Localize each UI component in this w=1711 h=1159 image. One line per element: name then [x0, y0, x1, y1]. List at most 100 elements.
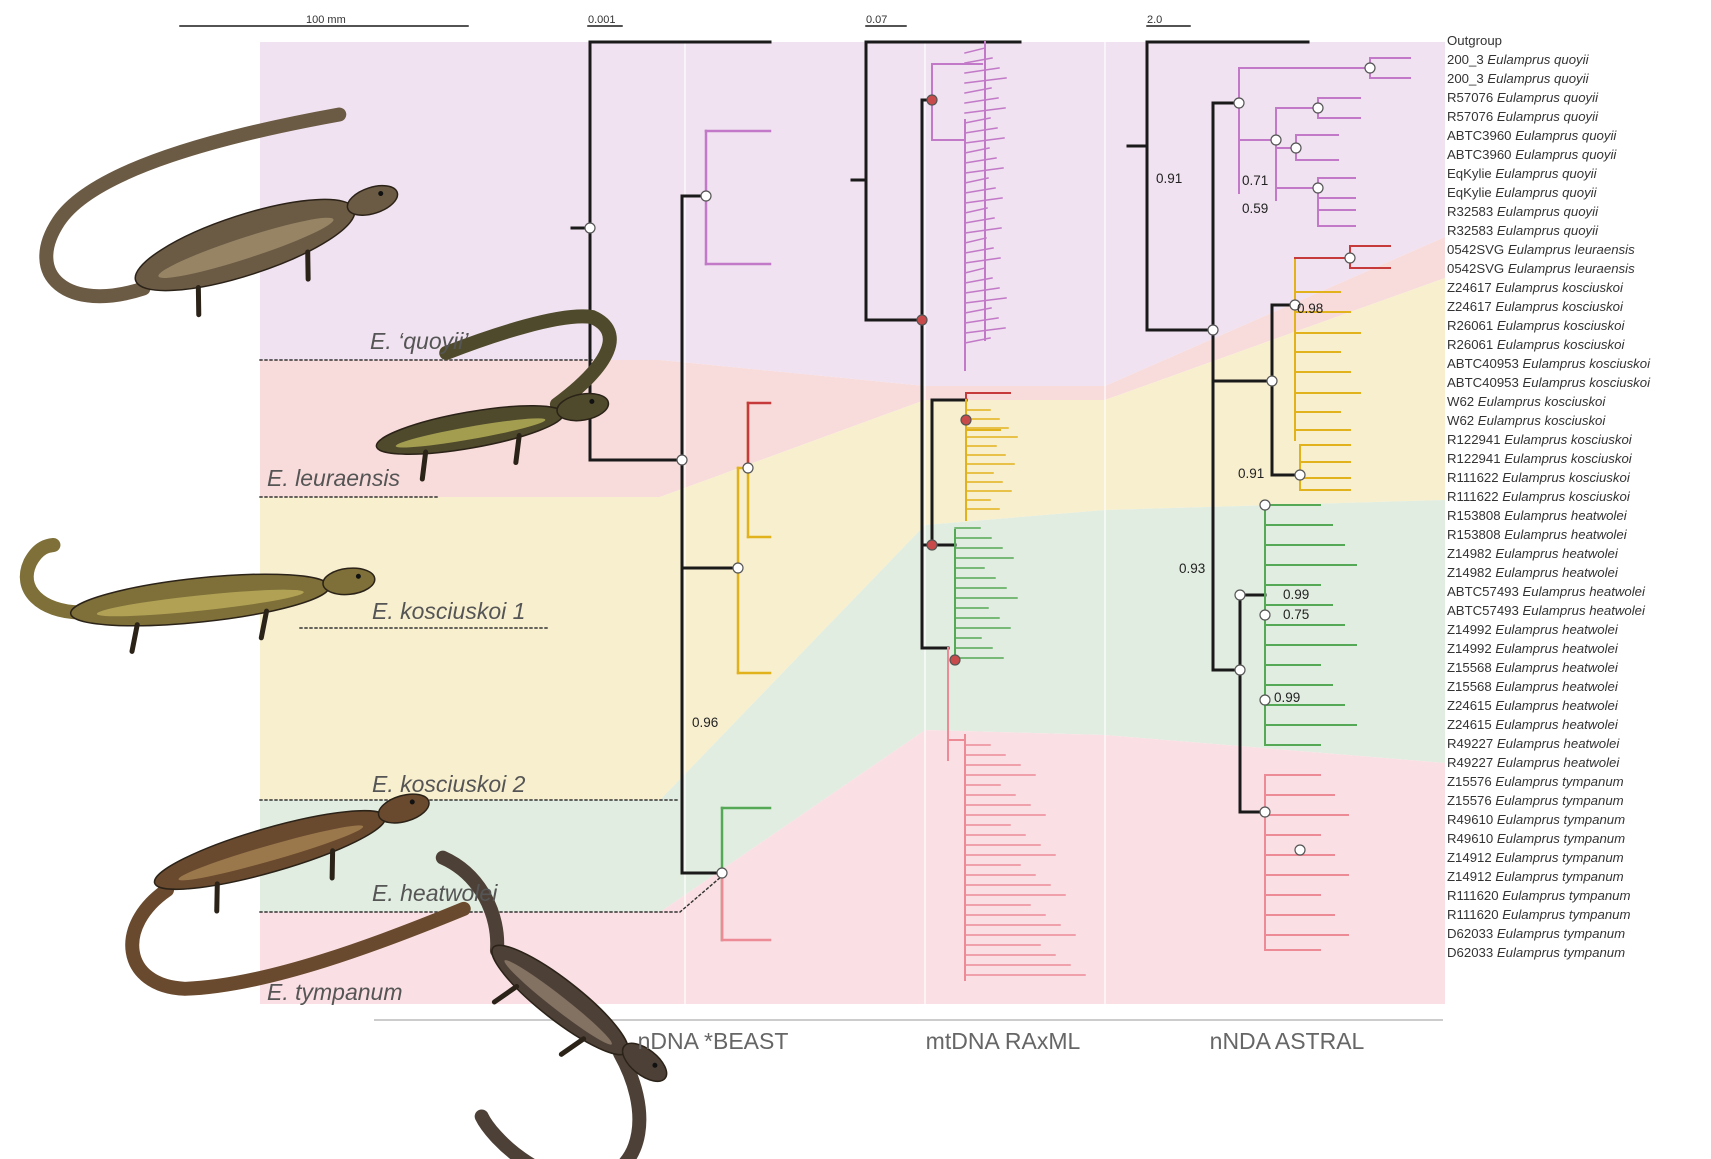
taxon-species: Eulamprus heatwolei [1523, 584, 1645, 599]
clade-label-quoyii: E. ‘quoyii’ [370, 328, 468, 355]
method-label-raxml: mtDNA RAxML [926, 1028, 1081, 1055]
support-node [927, 95, 937, 105]
taxon-id: Z14982 [1447, 546, 1495, 561]
taxon-species: Eulamprus kosciuskoi [1523, 356, 1651, 371]
support-node [927, 540, 937, 550]
taxon-id: R111620 [1447, 907, 1502, 922]
taxon-label: Z14982 Eulamprus heatwolei [1447, 563, 1618, 582]
taxon-label: Z15576 Eulamprus tympanum [1447, 772, 1624, 791]
clade-label-tympanum: E. tympanum [267, 979, 403, 1006]
taxon-species: Eulamprus tympanum [1497, 926, 1625, 941]
support-node [1313, 103, 1323, 113]
raxml-scale-label: 0.07 [866, 14, 887, 26]
taxon-id: R153808 [1447, 527, 1504, 542]
support-node [1235, 590, 1245, 600]
taxon-id: R49227 [1447, 755, 1497, 770]
taxon-species: Eulamprus heatwolei [1495, 641, 1617, 656]
support-node [950, 655, 960, 665]
taxon-label: ABTC40953 Eulamprus kosciuskoi [1447, 354, 1650, 373]
taxon-species: Eulamprus quoyii [1497, 109, 1598, 124]
taxon-species: Eulamprus heatwolei [1504, 527, 1626, 542]
taxon-label: R32583 Eulamprus quoyii [1447, 221, 1598, 240]
taxon-label: D62033 Eulamprus tympanum [1447, 924, 1625, 943]
taxon-label: R111620 Eulamprus tympanum [1447, 886, 1631, 905]
taxon-id: Z24615 [1447, 698, 1495, 713]
support-node [1295, 470, 1305, 480]
method-label-astral: nNDA ASTRAL [1210, 1028, 1365, 1055]
astral-scale-label: 2.0 [1147, 14, 1162, 26]
taxon-label: R49227 Eulamprus heatwolei [1447, 753, 1619, 772]
taxon-species: Eulamprus kosciuskoi [1497, 337, 1625, 352]
support-node [917, 315, 927, 325]
support-node [1260, 695, 1270, 705]
support-node [733, 563, 743, 573]
taxon-label: R153808 Eulamprus heatwolei [1447, 525, 1627, 544]
taxon-id: R122941 [1447, 451, 1504, 466]
taxon-id: ABTC57493 [1447, 603, 1523, 618]
taxon-id: Z24615 [1447, 717, 1495, 732]
taxon-id: R26061 [1447, 337, 1497, 352]
support-value: 0.91 [1238, 466, 1264, 481]
support-node [1260, 610, 1270, 620]
taxon-id: EqKylie [1447, 185, 1495, 200]
taxon-species: Eulamprus leuraensis [1508, 261, 1635, 276]
taxon-id: Z15576 [1447, 774, 1495, 789]
taxon-id: D62033 [1447, 926, 1497, 941]
taxon-id: Z15568 [1447, 660, 1495, 675]
taxon-species: Eulamprus kosciuskoi [1502, 489, 1630, 504]
taxon-label: D62033 Eulamprus tympanum [1447, 943, 1625, 962]
taxon-label: R26061 Eulamprus kosciuskoi [1447, 335, 1624, 354]
clade-label-kosciuskoi-2: E. kosciuskoi 2 [372, 771, 525, 798]
taxon-id: ABTC40953 [1447, 356, 1523, 371]
taxon-label: R57076 Eulamprus quoyii [1447, 107, 1598, 126]
taxon-label: R49610 Eulamprus tympanum [1447, 829, 1625, 848]
taxon-id: 200_3 [1447, 71, 1487, 86]
taxon-species: Eulamprus kosciuskoi [1478, 413, 1606, 428]
taxon-label: ABTC3960 Eulamprus quoyii [1447, 126, 1616, 145]
taxon-id: R26061 [1447, 318, 1497, 333]
taxon-id: 0542SVG [1447, 261, 1508, 276]
taxon-id: R111622 [1447, 470, 1502, 485]
taxon-species: Eulamprus heatwolei [1495, 565, 1617, 580]
taxon-id: 0542SVG [1447, 242, 1508, 257]
support-node [1208, 325, 1218, 335]
taxon-species: Eulamprus kosciuskoi [1504, 432, 1632, 447]
taxon-label: Z14992 Eulamprus heatwolei [1447, 639, 1618, 658]
taxon-id: W62 [1447, 413, 1478, 428]
taxon-species: Eulamprus tympanum [1497, 812, 1625, 827]
lizard-leg [191, 287, 207, 314]
support-value: 0.93 [1179, 561, 1205, 576]
taxon-species: Eulamprus quoyii [1497, 90, 1598, 105]
taxon-id: Z14912 [1447, 869, 1495, 884]
taxon-species: Eulamprus tympanum [1495, 793, 1623, 808]
taxon-id: R49610 [1447, 831, 1497, 846]
taxon-id: Z15576 [1447, 793, 1495, 808]
taxon-species: Eulamprus heatwolei [1497, 736, 1619, 751]
taxon-id: ABTC3960 [1447, 147, 1515, 162]
taxon-id: R122941 [1447, 432, 1504, 447]
taxon-species: Eulamprus heatwolei [1495, 698, 1617, 713]
taxon-species: Eulamprus kosciuskoi [1523, 375, 1651, 390]
taxon-label: ABTC3960 Eulamprus quoyii [1447, 145, 1616, 164]
taxon-species: Eulamprus quoyii [1515, 128, 1616, 143]
taxon-label: R49227 Eulamprus heatwolei [1447, 734, 1619, 753]
taxon-label: ABTC57493 Eulamprus heatwolei [1447, 582, 1645, 601]
taxon-id: EqKylie [1447, 166, 1495, 181]
taxon-label: Z24615 Eulamprus heatwolei [1447, 696, 1618, 715]
taxon-id: R32583 [1447, 204, 1497, 219]
taxon-species: Eulamprus tympanum [1502, 888, 1630, 903]
taxon-species: Eulamprus quoyii [1487, 71, 1588, 86]
support-node [677, 455, 687, 465]
taxon-species: Eulamprus tympanum [1497, 831, 1625, 846]
taxon-species: Eulamprus quoyii [1497, 223, 1598, 238]
taxon-species: Eulamprus kosciuskoi [1495, 299, 1623, 314]
support-node [1267, 376, 1277, 386]
taxon-species: Eulamprus heatwolei [1495, 679, 1617, 694]
taxon-id: Z24617 [1447, 299, 1495, 314]
taxon-species: Eulamprus tympanum [1495, 774, 1623, 789]
taxon-label: 200_3 Eulamprus quoyii [1447, 69, 1589, 88]
beast-scale-label: 0.001 [588, 14, 616, 26]
taxon-id: R49610 [1447, 812, 1497, 827]
taxon-label: 0542SVG Eulamprus leuraensis [1447, 240, 1635, 259]
